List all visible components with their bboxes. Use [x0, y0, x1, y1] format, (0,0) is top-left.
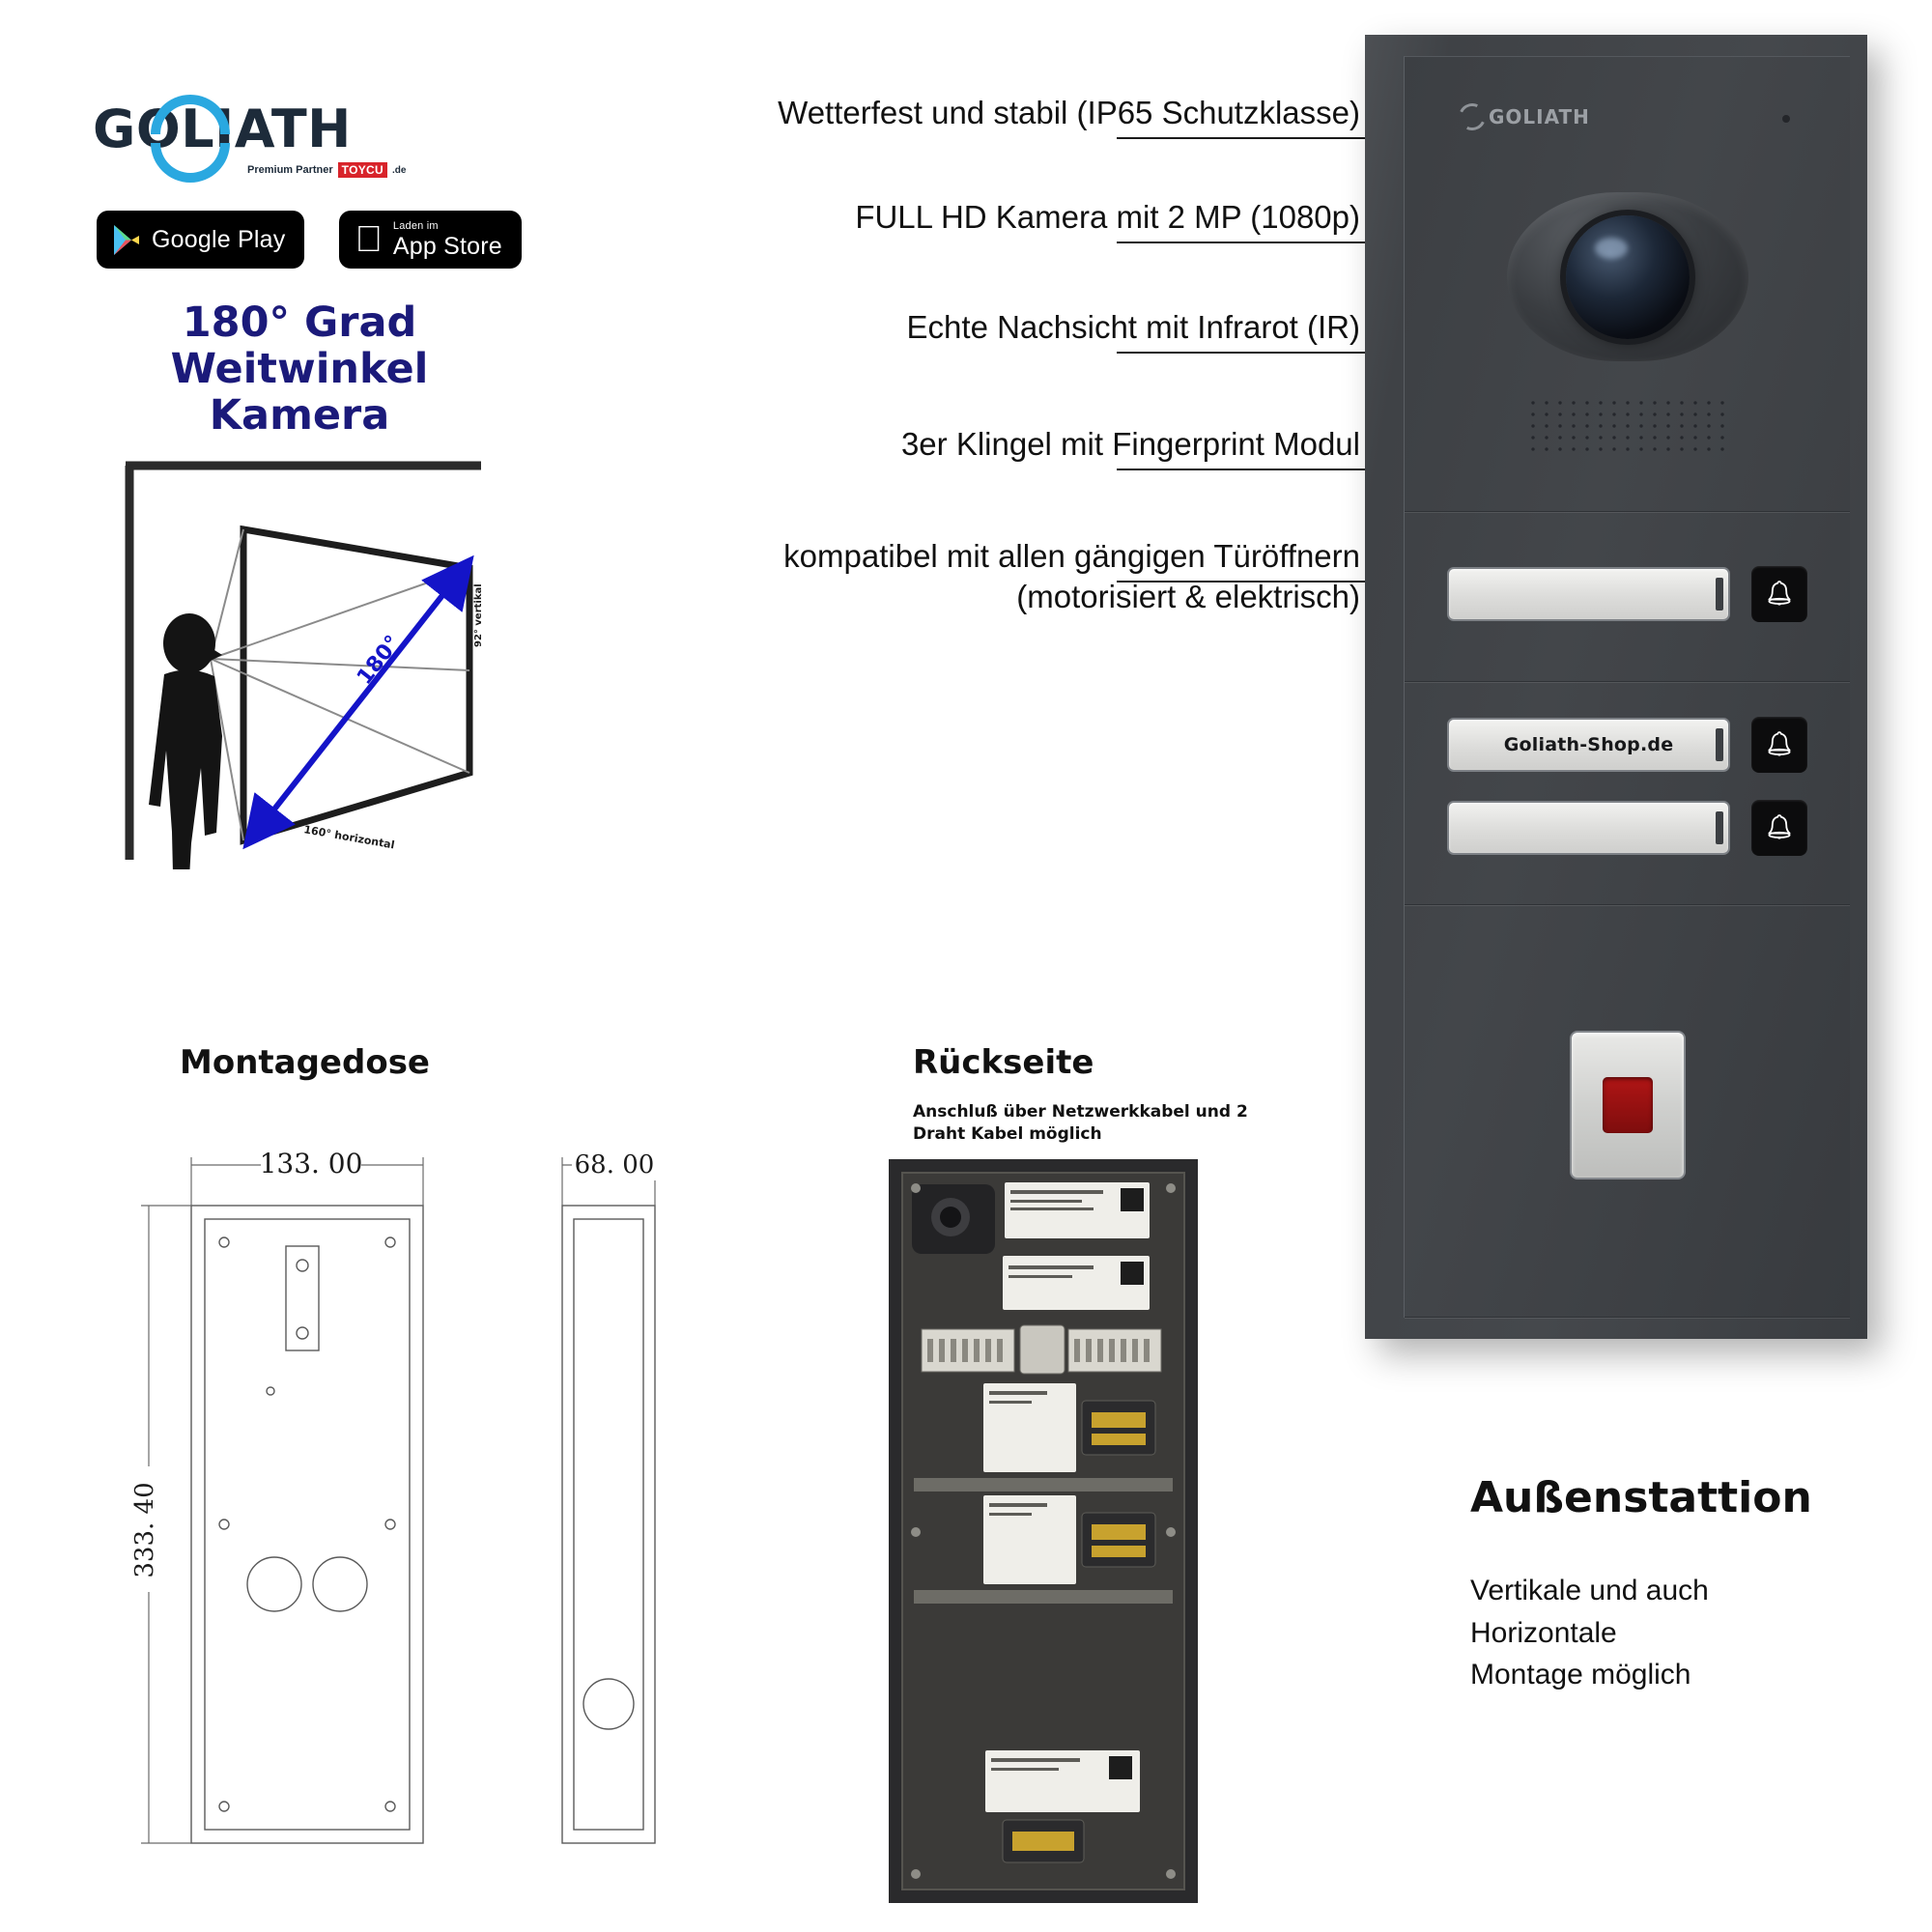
bell-icon — [1768, 581, 1791, 606]
nameplate[interactable]: Goliath-Shop.de — [1447, 718, 1730, 772]
feature-label: Wetterfest und stabil (IP65 Schutzklasse… — [778, 95, 1360, 130]
apple-icon:  — [355, 221, 383, 258]
bell-button[interactable] — [1751, 566, 1807, 622]
svg-text:68. 00: 68. 00 — [575, 1151, 655, 1179]
feature-label: FULL HD Kamera mit 2 MP (1080p) — [855, 199, 1360, 236]
app-store-label: App Store — [365, 232, 502, 260]
feature-item: Echte Nachsicht mit Infrarot (IR) — [541, 307, 1389, 355]
feature-label: 3er Klingel mit Fingerprint Modul — [900, 425, 1360, 462]
feature-leader-line — [1117, 137, 1389, 139]
svg-text:160° horizontal: 160° horizontal — [302, 823, 395, 851]
bell-row — [1447, 800, 1807, 856]
google-play-button[interactable]: Google Play — [97, 211, 305, 269]
svg-text:333. 40: 333. 40 — [130, 1482, 159, 1577]
bell-button[interactable] — [1751, 800, 1807, 856]
google-play-text: Google Play — [152, 225, 286, 253]
station-faceplate: GOLIATH — [1404, 56, 1850, 1319]
outdoor-station-product: GOLIATH — [1365, 35, 1867, 1339]
toycu-suffix: .de — [391, 164, 407, 176]
camera-lens — [1565, 214, 1690, 339]
google-play-icon — [112, 224, 141, 256]
feature-leader-line — [1117, 242, 1389, 244]
logo-wordmark: GOLIATH — [93, 99, 352, 159]
nameplate[interactable] — [1447, 567, 1730, 621]
logo-arc-bottom-icon — [151, 143, 230, 183]
outro-line-2: Horizontale — [1470, 1616, 1617, 1649]
feature-callout-list: Wetterfest und stabil (IP65 Schutzklasse… — [541, 93, 1389, 681]
bell-icon — [1768, 814, 1791, 839]
microphone-pinhole-icon — [1782, 115, 1790, 123]
svg-text:133. 00: 133. 00 — [260, 1148, 363, 1179]
feature-item: Wetterfest und stabil (IP65 Schutzklasse… — [541, 93, 1389, 139]
headline-line-1: 180° Grad — [182, 298, 417, 347]
logo-arc-top-icon — [151, 95, 230, 134]
field-of-view-diagram: 180° 160° horizontal 92° vertikal — [114, 454, 491, 915]
speaker-grille — [1525, 397, 1729, 453]
wide-angle-headline: 180° Grad Weitwinkel Kamera — [97, 298, 502, 440]
rueckseite-subtitle: Anschluß über Netzwerkkabel und 2 Draht … — [913, 1102, 1248, 1145]
feature-leader-line — [1117, 580, 1389, 582]
camera-housing — [1506, 192, 1748, 361]
fingerprint-sensor-icon — [1602, 1077, 1653, 1133]
fingerprint-module[interactable] — [1569, 1031, 1686, 1179]
bell-row — [1447, 566, 1807, 622]
nameplate[interactable] — [1447, 801, 1730, 855]
bell-icon — [1768, 731, 1791, 756]
station-bell-panel-top — [1405, 512, 1850, 683]
premium-partner-badge: Premium Partner TOYCU .de — [247, 162, 406, 178]
bell-row: Goliath-Shop.de — [1447, 717, 1807, 773]
goliath-logo: GOLIATH Premium Partner TOYCU .de — [93, 95, 412, 183]
feature-item: kompatibel mit allen gängigen Türöffnern… — [541, 536, 1389, 617]
feature-label: Echte Nachsicht mit Infrarot (IR) — [906, 309, 1360, 346]
svg-text:92° vertikal: 92° vertikal — [473, 583, 484, 647]
outro-body: Vertikale und auch Horizontale Montage m… — [1470, 1570, 1886, 1696]
station-logo-text: GOLIATH — [1489, 105, 1590, 128]
rear-side-photo — [889, 1159, 1198, 1903]
app-store-text: Laden im App Store — [365, 219, 502, 260]
station-fingerprint-panel — [1405, 905, 1850, 1319]
toycu-badge: TOYCU — [337, 162, 387, 178]
bell-button[interactable] — [1751, 717, 1807, 773]
mounting-box-technical-drawing: 133. 00 68. 00 333. 40 — [116, 1101, 850, 1874]
feature-item: FULL HD Kamera mit 2 MP (1080p) — [541, 197, 1389, 244]
rueckseite-title: Rückseite — [913, 1043, 1094, 1082]
outro-title: Außenstattion — [1470, 1473, 1812, 1522]
app-store-button[interactable]:  Laden im App Store — [339, 211, 522, 269]
station-logo-ring-icon — [1455, 99, 1490, 134]
app-store-small-label: Laden im — [365, 219, 439, 232]
nameplate-text: Goliath-Shop.de — [1503, 734, 1674, 755]
feature-item: 3er Klingel mit Fingerprint Modul — [541, 424, 1389, 470]
feature-leader-line — [1117, 468, 1389, 470]
feature-label: kompatibel mit allen gängigen Türöffnern — [783, 537, 1360, 574]
station-camera-panel: GOLIATH — [1405, 57, 1850, 513]
station-logo: GOLIATH — [1455, 99, 1590, 134]
outro-line-3: Montage möglich — [1470, 1659, 1691, 1690]
feature-sublabel: (motorisiert & elektrisch) — [1016, 579, 1360, 615]
feature-leader-line — [1117, 352, 1389, 355]
premium-partner-label: Premium Partner — [247, 164, 333, 176]
google-play-label: Google Play — [152, 225, 286, 253]
app-store-badges: Google Play  Laden im App Store — [97, 211, 522, 269]
montagedose-title: Montagedose — [180, 1043, 430, 1082]
headline-line-2: Weitwinkel Kamera — [170, 345, 429, 440]
outro-line-1: Vertikale und auch — [1470, 1575, 1709, 1606]
station-bell-panel-bottom: Goliath-Shop.de — [1405, 682, 1850, 906]
brand-block: GOLIATH Premium Partner TOYCU .de — [93, 95, 440, 183]
